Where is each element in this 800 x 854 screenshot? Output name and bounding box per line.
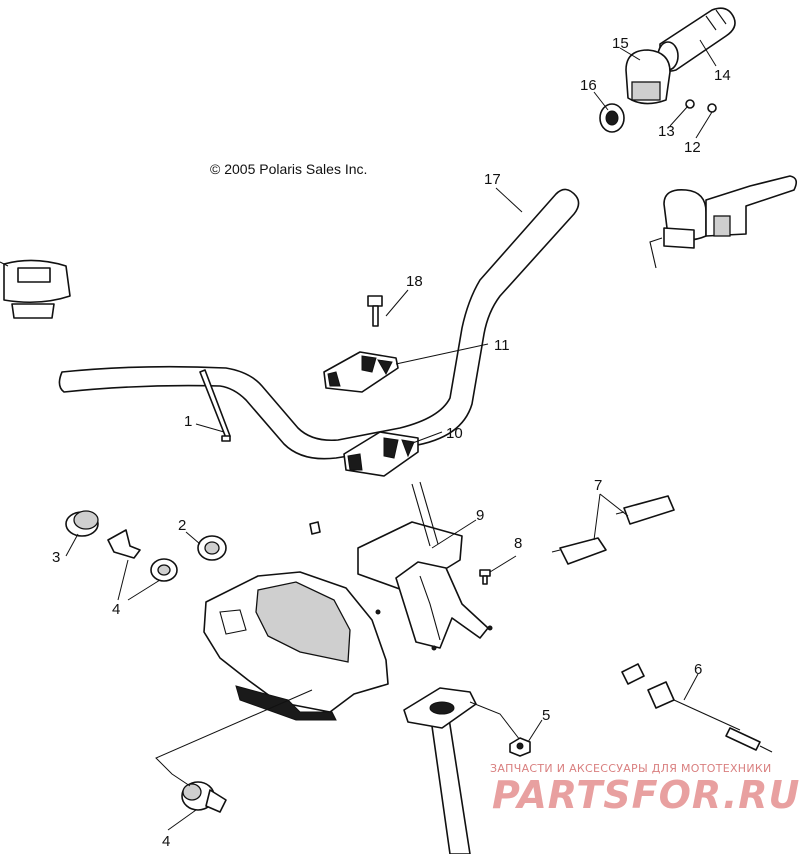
screw-part-8 [479,569,491,585]
bracket-part-9 [357,521,493,651]
callout-2: 2 [178,517,186,534]
callout-labels: 17 18 11 10 1 2 3 4 9 8 7 6 5 4 15 14 16… [52,35,731,850]
callout-12: 12 [684,139,701,156]
upper-clamp-part-11 [323,351,399,393]
bolt-part-18 [367,295,383,327]
cable-part-6 [621,663,773,753]
screw-part-12 [707,103,717,113]
callout-7: 7 [594,477,602,494]
callout-9: 9 [476,507,484,524]
rod-part-1 [199,369,231,442]
grommet-part-2 [197,535,227,561]
grip-part-7 [551,495,675,565]
mount-plate [403,687,521,741]
callout-4-upper: 4 [112,601,120,618]
callout-14: 14 [714,67,731,84]
gauge-cluster [0,259,71,319]
handlebar-part-17 [58,188,580,460]
callout-1: 1 [184,413,192,430]
pod-housing [203,521,389,721]
grommet-part-4 [150,558,178,582]
cap-part-3 [65,510,99,537]
watermark: ЗАПЧАСТИ И АКСЕССУАРЫ ДЛЯ МОТОТЕХНИКИ PA… [490,762,800,817]
callout-5: 5 [542,707,550,724]
leader-lines [65,39,717,831]
watermark-tagline: ЗАПЧАСТИ И АКСЕССУАРЫ ДЛЯ МОТОТЕХНИКИ [490,762,772,775]
callout-13: 13 [658,123,675,140]
grip-part-14 [657,7,736,72]
callout-17: 17 [484,171,501,188]
lower-clamp-part-10 [343,431,419,477]
copyright-text: © 2005 Polaris Sales Inc. [210,161,367,177]
watermark-brand: PARTSFOR.RU [492,773,800,817]
callout-6: 6 [694,661,702,678]
callout-10: 10 [446,425,463,442]
callout-4-lower: 4 [162,833,170,850]
clip-part-4 [107,529,141,559]
callout-15: 15 [612,35,629,52]
callout-11: 11 [494,337,510,354]
nut-part-5 [509,737,531,757]
callout-8: 8 [514,535,522,552]
switch-part-4 [181,781,227,813]
brake-lever-assembly [649,175,798,269]
leader-part-4-housing [155,689,313,787]
callout-16: 16 [580,77,597,94]
callout-3: 3 [52,549,60,566]
callout-18: 18 [406,273,423,290]
bar-end-part-15 [625,49,671,105]
washer-part-16 [599,103,625,133]
